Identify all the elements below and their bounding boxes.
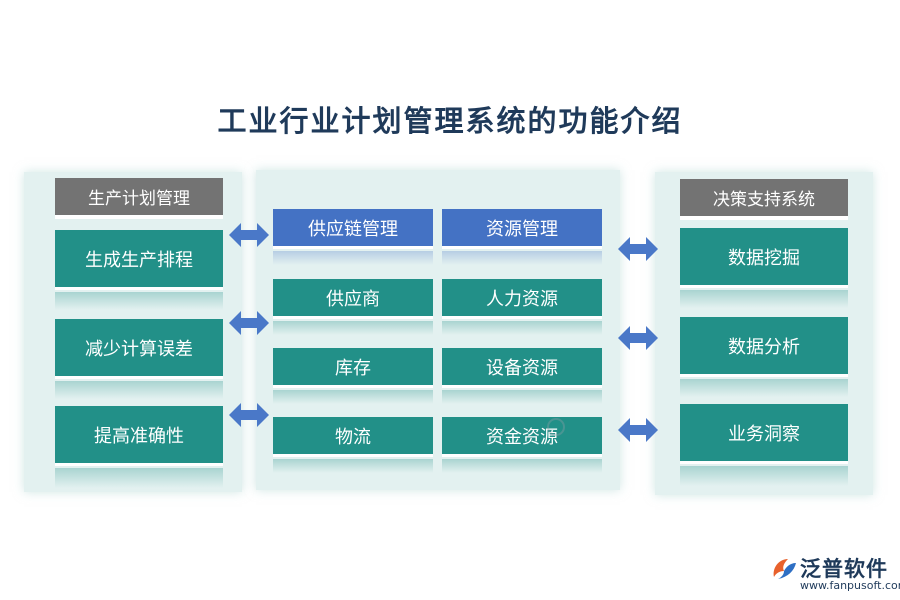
equipment-resource-box-reflection (442, 390, 602, 404)
human-resource-box-reflection (442, 321, 602, 335)
right-item-3: 业务洞察 (680, 404, 848, 464)
double-arrow-icon (618, 326, 658, 350)
right-item-2: 数据分析 (680, 317, 848, 377)
capital-resource-box: 资金资源 (442, 417, 602, 457)
left-item-2: 减少计算误差 (55, 319, 223, 379)
brand-logo: 泛普软件 www.fanpusoft.com (770, 553, 900, 595)
watermark-logo-icon (547, 418, 565, 436)
supply-chain-header-reflection (273, 251, 433, 265)
right-item-3-reflection (680, 466, 848, 486)
capital-resource-box-reflection (442, 459, 602, 473)
double-arrow-icon (229, 223, 269, 247)
logistics-box: 物流 (273, 417, 433, 457)
left-item-3: 提高准确性 (55, 406, 223, 466)
supplier-box: 供应商 (273, 279, 433, 319)
watermark (546, 412, 636, 442)
resource-header: 资源管理 (442, 209, 602, 249)
page-title: 工业行业计划管理系统的功能介绍 (217, 104, 683, 138)
inventory-box: 库存 (273, 348, 433, 388)
double-arrow-icon (618, 418, 658, 442)
left-item-1: 生成生产排程 (55, 230, 223, 290)
left-item-3-reflection (55, 468, 223, 488)
double-arrow-icon (229, 403, 269, 427)
production-plan-header: 生产计划管理 (55, 178, 223, 219)
double-arrow-icon (618, 237, 658, 261)
logo-name: 泛普软件 (800, 557, 888, 581)
left-item-1-reflection (55, 292, 223, 310)
right-item-2-reflection (680, 379, 848, 397)
right-item-1: 数据挖掘 (680, 228, 848, 288)
left-item-2-reflection (55, 381, 223, 399)
decision-support-header: 决策支持系统 (680, 179, 848, 220)
right-item-1-reflection (680, 290, 848, 308)
equipment-resource-box: 设备资源 (442, 348, 602, 388)
resource-header-reflection (442, 251, 602, 265)
supplier-box-reflection (273, 321, 433, 335)
supply-chain-header: 供应链管理 (273, 209, 433, 249)
human-resource-box: 人力资源 (442, 279, 602, 319)
double-arrow-icon (229, 311, 269, 335)
fanpu-logo-icon (773, 559, 796, 579)
logo-url: www.fanpusoft.com (800, 579, 900, 592)
logistics-box-reflection (273, 459, 433, 473)
inventory-box-reflection (273, 390, 433, 404)
